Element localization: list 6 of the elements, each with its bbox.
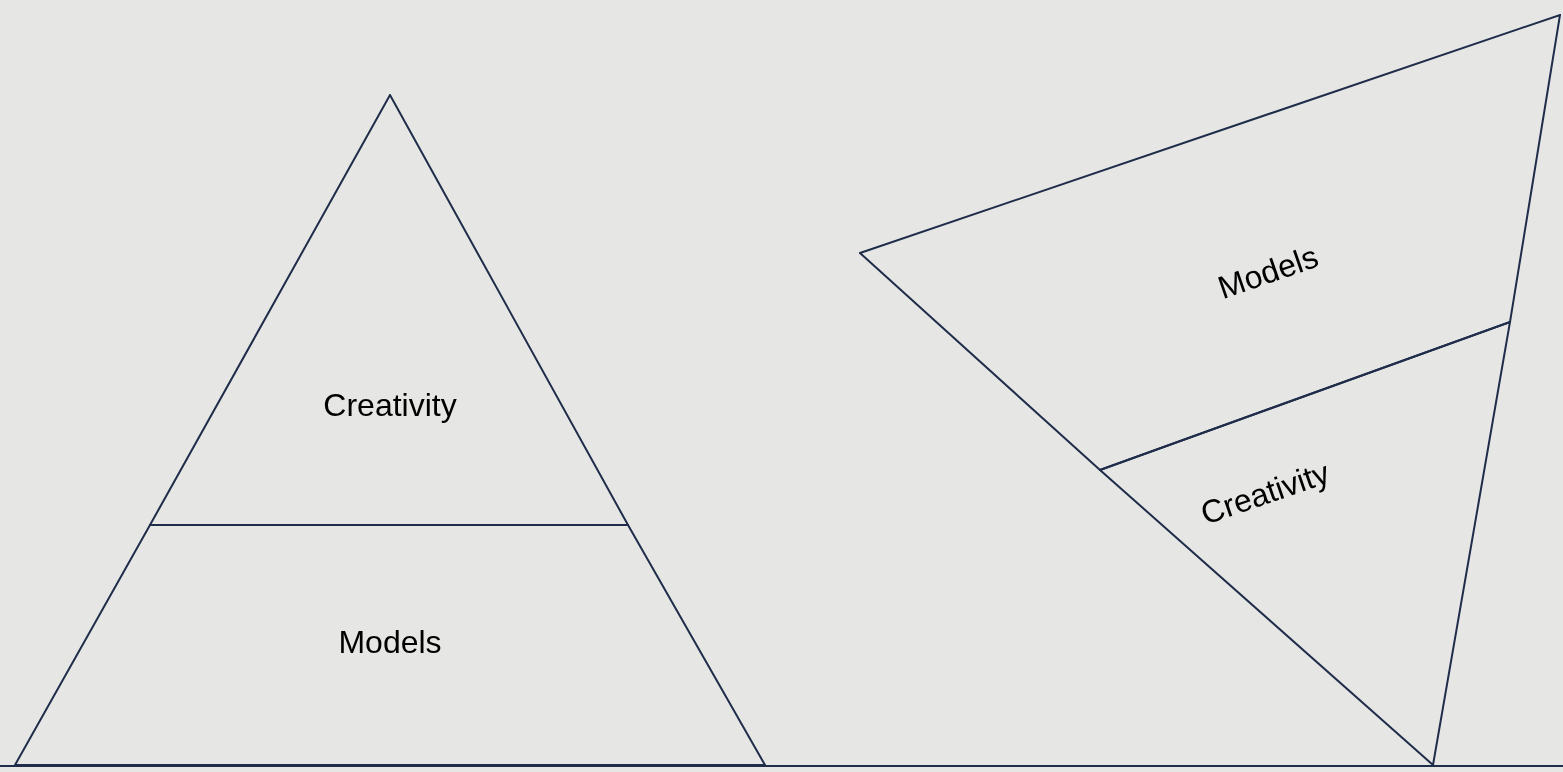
pyramid-top-segment bbox=[149, 94, 629, 526]
pyramid-base-segment bbox=[14, 524, 766, 766]
segment-label: Creativity bbox=[323, 389, 457, 421]
segment-label: Models bbox=[1214, 240, 1322, 304]
segment-label: Models bbox=[338, 626, 442, 658]
inverted-pyramid-tip-segment bbox=[1099, 321, 1511, 766]
